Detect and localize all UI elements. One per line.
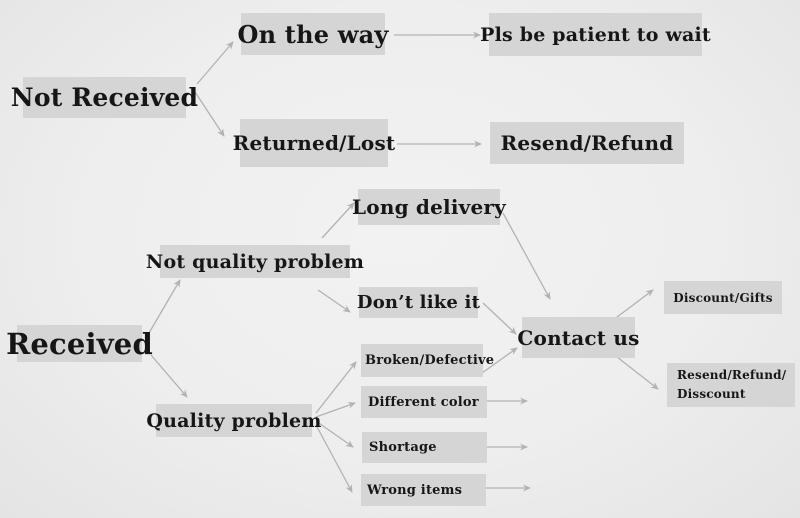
node-label: Received	[6, 326, 153, 361]
node-returned-lost: Returned/Lost	[233, 119, 395, 167]
node-shortage: Shortage	[362, 432, 487, 463]
node-label: Not quality problem	[145, 250, 365, 273]
arrow-contact-us-to-resend-disscount	[616, 356, 659, 390]
arrow-quality-to-different-color	[315, 402, 356, 418]
node-long-delivery: Long delivery	[352, 189, 506, 225]
node-resend-refund: Resend/Refund	[490, 122, 684, 164]
node-label: Wrong items	[367, 482, 463, 498]
arrow-received-to-not-quality	[148, 279, 181, 334]
arrow-long-delivery-to-contact-us	[502, 212, 551, 300]
node-discount-gifts: Discount/Gifts	[664, 281, 782, 314]
node-broken-defective: Broken/Defective	[361, 344, 494, 377]
arrow-quality-to-broken-defective	[315, 361, 357, 414]
node-label: Pls be patient to wait	[480, 23, 711, 46]
node-label: Different color	[368, 394, 479, 410]
arrow-dont-like-it-to-contact-us	[482, 302, 517, 335]
node-contact-us: Contact us	[517, 317, 639, 358]
arrow-received-to-quality	[150, 354, 188, 398]
node-label: Long delivery	[352, 195, 506, 219]
node-label: Quality problem	[146, 409, 322, 432]
node-pls-be-patient-to-wait: Pls be patient to wait	[480, 13, 711, 56]
arrow-quality-to-wrong-items	[315, 424, 353, 493]
node-label-line2: Disscount	[677, 387, 746, 401]
node-label: Contact us	[517, 325, 640, 350]
node-label: Discount/Gifts	[673, 290, 773, 305]
node-label: Not Received	[10, 83, 199, 112]
node-label: Returned/Lost	[232, 131, 396, 155]
arrow-not-quality-to-long-delivery	[321, 202, 355, 239]
node-different-color: Different color	[361, 386, 487, 418]
node-quality-problem: Quality problem	[146, 404, 321, 437]
node-not-received: Not Received	[11, 77, 198, 118]
node-label: Shortage	[369, 440, 437, 455]
arrow-not-received-to-on-the-way	[196, 41, 234, 85]
node-label: Broken/Defective	[365, 353, 495, 368]
arrow-not-received-to-returned-lost	[194, 91, 225, 137]
node-label-line1: Resend/Refund/	[677, 368, 787, 383]
node-label: On the way	[237, 19, 389, 49]
node-label: Resend/Refund	[500, 131, 674, 155]
node-on-the-way: On the way	[237, 13, 388, 55]
node-received: Received	[6, 325, 153, 362]
node-wrong-items: Wrong items	[361, 474, 486, 506]
arrow-not-quality-to-dont-like-it	[317, 289, 351, 313]
node-dont-like-it: Don’t like it	[356, 287, 481, 318]
arrow-contact-us-to-discount-gifts	[612, 289, 654, 321]
node-label: Don’t like it	[356, 292, 481, 313]
node-resend-refund-disscount: Resend/Refund/ Disscount	[667, 363, 795, 407]
node-not-quality-problem: Not quality problem	[146, 245, 364, 278]
